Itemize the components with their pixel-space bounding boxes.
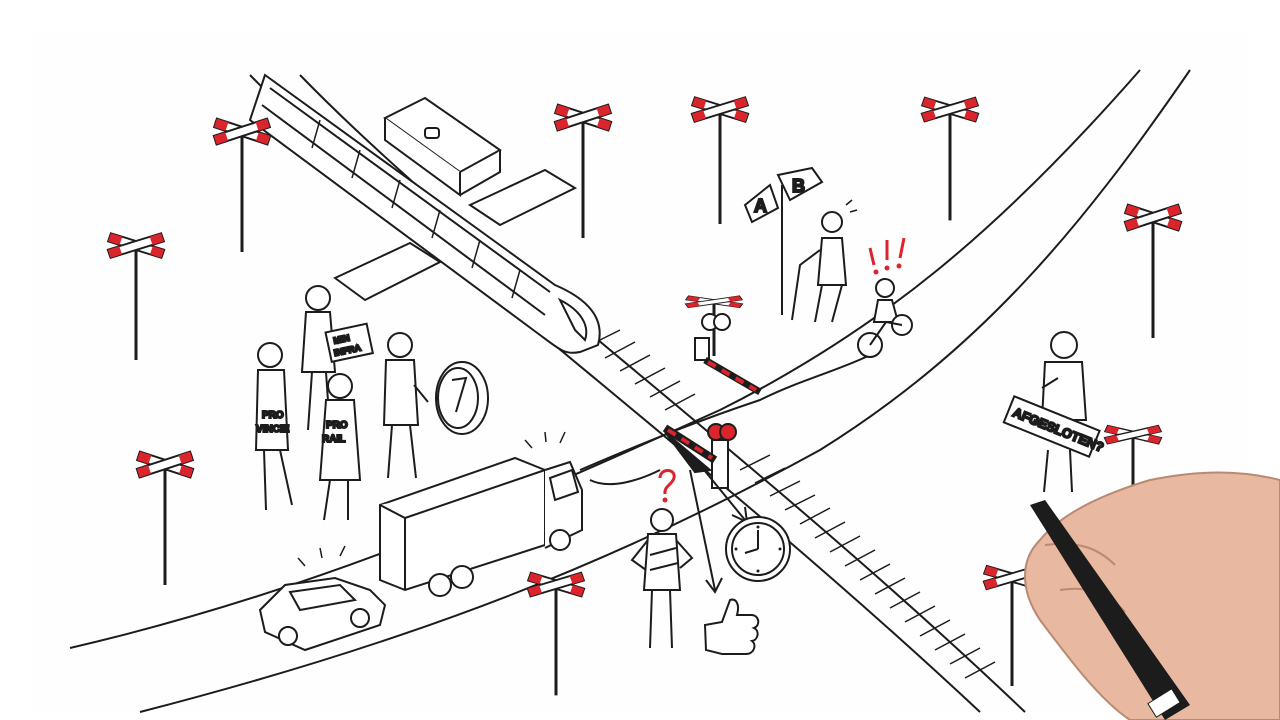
drawing-hand	[1024, 471, 1280, 720]
question-mark-icon	[658, 469, 676, 503]
sign-pro-rail-line1: PRO	[326, 420, 348, 431]
person-cyclist	[857, 237, 913, 358]
train	[248, 73, 601, 354]
sign-min-infra-line1: MIN	[332, 333, 350, 346]
sign-pro-vincie-line1: PRO	[262, 410, 284, 421]
direction-sign: A B	[743, 166, 824, 315]
sign-pro-rail-line2: RAIL	[322, 434, 345, 445]
sign-pro-vincie-line2: VINCIE	[256, 424, 290, 435]
person-worker	[630, 469, 694, 649]
truck	[379, 431, 583, 597]
coin	[435, 361, 489, 435]
crossing-barrier	[662, 313, 762, 489]
clock-icon	[725, 516, 791, 582]
direction-label-b: B	[792, 176, 805, 196]
exclamation-icon	[873, 263, 902, 275]
station-building	[333, 96, 578, 302]
marker-pen-icon	[1030, 500, 1190, 720]
stakeholder-group: MIN INFRA PRO VINCIE PRO RAIL	[254, 285, 429, 521]
direction-label-a: A	[754, 196, 767, 216]
thumbs-up-icon	[703, 598, 760, 655]
car	[258, 545, 387, 652]
person-elderly	[791, 199, 858, 323]
